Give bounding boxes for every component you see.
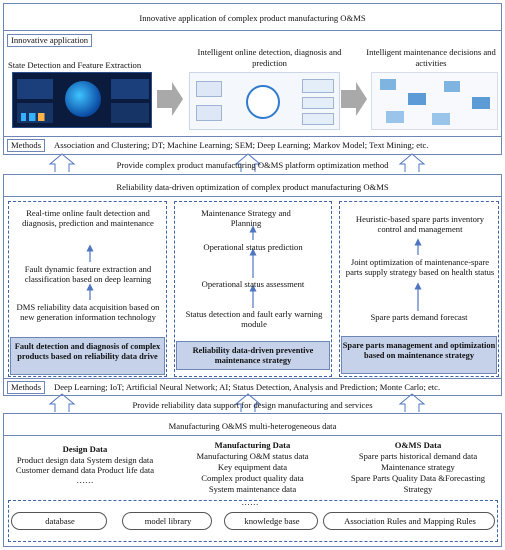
store-model-library: model library [122, 512, 212, 530]
stage-arrow-1 [157, 82, 183, 116]
stage-label-2: Intelligent online detection, diagnosis … [197, 47, 342, 68]
methods-label-top: Methods [7, 139, 46, 152]
oms-data-line-1: Spare parts historical demand data [358, 451, 478, 461]
top-section [3, 3, 502, 155]
middle-section [3, 174, 502, 396]
dashboard-globe [65, 81, 101, 117]
network-node [432, 113, 450, 125]
predictive-analytics-image [189, 72, 340, 130]
store-model-library-label: model library [144, 516, 192, 526]
analytics-hub [246, 85, 280, 119]
data-stores-ellipsis: …… [241, 497, 259, 507]
store-knowledge-base: knowledge base [224, 512, 318, 530]
column-spare-parts [339, 201, 499, 377]
network-node [386, 111, 404, 123]
innovative-application-tab: Innovative application [7, 34, 93, 47]
oms-data-line-3: Spare Parts Quality Data &Forecasting [350, 473, 486, 483]
dashboard-panel [17, 79, 53, 99]
col1-footer: Fault detection and diagnosis of complex… [10, 337, 165, 375]
design-data-line-1: Product design data System design data [16, 455, 154, 465]
col3-step-2: Joint optimization of maintenance-spare … [345, 257, 495, 277]
design-data-heading: Design Data [62, 444, 108, 454]
col2-step-3: Operational status assessment [201, 279, 305, 289]
store-association-rules-label: Association Rules and Mapping Rules [344, 516, 476, 526]
network-node [472, 97, 490, 109]
column-fault-detection [8, 201, 167, 377]
design-data-line-2: Customer demand data Product life data [15, 465, 155, 475]
manufacturing-data-line-1: Manufacturing O&M status data [196, 451, 309, 461]
stage-arrow-2 [341, 82, 367, 116]
top-title-divider [3, 30, 502, 31]
oms-data-heading: O&MS Data [394, 440, 442, 450]
col2-footer: Reliability data-driven preventive maint… [176, 341, 330, 370]
column-preventive-maintenance [174, 201, 332, 377]
col2-step-2: Operational status prediction [203, 242, 303, 252]
col3-step-1: Heuristic-based spare parts inventory co… [355, 214, 485, 234]
middle-title: Reliability data-driven optimization of … [116, 182, 389, 192]
col1-step-2: Fault dynamic feature extraction and cla… [24, 264, 152, 284]
col3-step-3: Spare parts demand forecast [370, 312, 468, 322]
top-title: Innovative application of complex produc… [139, 13, 366, 23]
bottom-section [3, 413, 502, 547]
methods-row-top [3, 136, 502, 137]
dashboard-screenshot-image [12, 72, 152, 128]
store-database: database [11, 512, 107, 530]
store-database-label: database [45, 516, 75, 526]
analytics-node [196, 81, 222, 97]
methods-text-top: Association and Clustering; DT; Machine … [54, 140, 429, 150]
store-knowledge-base-label: knowledge base [244, 516, 300, 526]
store-association-rules: Association Rules and Mapping Rules [323, 512, 495, 530]
middle-title-divider [3, 196, 502, 197]
up-arrows-bottom [48, 393, 426, 412]
analytics-node [302, 113, 334, 125]
dashboard-bars [21, 113, 47, 121]
methods-row-middle [3, 378, 502, 379]
dashboard-panel [111, 79, 149, 99]
network-node [408, 93, 426, 105]
manufacturing-data-line-4: System maintenance data [208, 484, 297, 494]
oms-data-line-4: Strategy [403, 484, 433, 494]
bottom-title: Manufacturing O&MS multi-heterogeneous d… [168, 421, 337, 431]
maintenance-network-image [371, 72, 498, 130]
design-data-line-3: …… [76, 475, 94, 485]
stage-label-1: State Detection and Feature Extraction [8, 60, 142, 70]
dashboard-panel [111, 103, 149, 123]
manufacturing-data-line-3: Complex product quality data [201, 473, 304, 483]
link-text-bottom: Provide reliability data support for des… [132, 400, 373, 410]
col1-step-3: DMS reliability data acquisition based o… [16, 302, 160, 322]
analytics-node [302, 97, 334, 109]
stage-label-3: Intelligent maintenance decisions and ac… [366, 47, 496, 68]
network-node [380, 79, 396, 90]
methods-text-middle: Deep Learning; IoT; Artificial Neural Ne… [54, 382, 441, 392]
col2-step-1: Maintenance Strategy and Planning [201, 208, 291, 228]
manufacturing-data-heading: Manufacturing Data [214, 440, 291, 450]
col2-step-4: Status detection and fault early warning… [185, 309, 323, 329]
link-text-top: Provide complex product manufacturing O&… [116, 160, 389, 170]
oms-data-line-2: Maintenance strategy [381, 462, 455, 472]
methods-label-middle: Methods [7, 381, 46, 394]
analytics-node [302, 79, 334, 93]
manufacturing-data-line-2: Key equipment data [217, 462, 288, 472]
bottom-title-divider [3, 435, 502, 436]
data-stores-container [8, 500, 498, 542]
analytics-node [196, 105, 222, 121]
network-node [444, 81, 460, 92]
col3-footer: Spare parts management and optimization … [341, 336, 497, 374]
col1-step-1: Real-time online fault detection and dia… [22, 208, 154, 228]
